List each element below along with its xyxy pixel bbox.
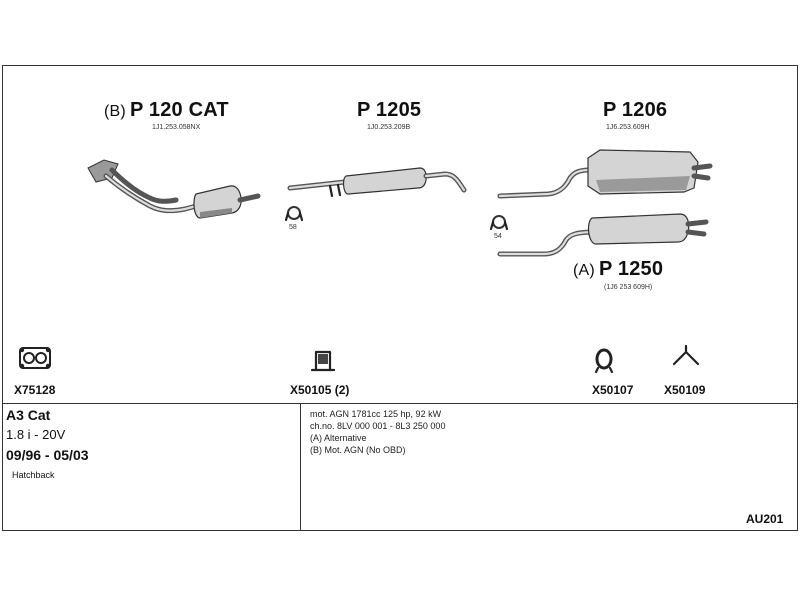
part-code-p1205[interactable]: P 1205 — [357, 99, 422, 121]
rear-inlet-pipe-inner — [498, 168, 592, 198]
middle-hanger — [328, 183, 342, 198]
rear-tailpipe-2 — [691, 173, 711, 181]
part-prefix-b: (B) — [104, 103, 126, 120]
middle-outlet-pipe-inner — [424, 172, 466, 192]
part-ref-p120: 1J1.253.058NX — [152, 124, 201, 131]
part-code-p120: P 120 CAT — [129, 99, 229, 121]
gasket-flange-icon[interactable] — [19, 347, 51, 369]
rear-tailpipe — [691, 163, 713, 171]
middle-silencer-body — [342, 167, 427, 195]
divider-vertical — [300, 403, 301, 531]
part-prefix-a: (A) — [573, 262, 595, 279]
rear-silencer-shade — [596, 176, 690, 192]
middle-inlet-pipe-inner — [288, 180, 347, 190]
clamp-58-icon[interactable] — [284, 206, 304, 222]
catalog-code: AU201 — [746, 512, 784, 526]
clamp-58-label: 58 — [289, 224, 297, 231]
rear-silencer-alternative[interactable] — [497, 213, 709, 257]
part-ref-p1250: (1J6 253 609H) — [604, 284, 653, 291]
y-bracket-icon[interactable] — [672, 344, 700, 366]
vehicle-engine: 1.8 i - 20V — [6, 427, 66, 442]
info-line: ch.no. 8LV 000 001 - 8L3 250 000 — [310, 421, 446, 431]
front-pipe-inner — [104, 174, 202, 212]
part-label-p1250[interactable]: (A)P 1250 — [573, 258, 663, 281]
front-pipe — [103, 173, 203, 214]
hanger-ring-icon[interactable] — [594, 348, 614, 374]
vehicle-body: Hatchback — [12, 470, 55, 480]
rubber-mount-icon[interactable] — [310, 350, 336, 372]
alt-tailpipe — [685, 219, 709, 227]
part-label-p120[interactable]: (B)P 120 CAT — [104, 99, 229, 122]
accessory-code-x75128[interactable]: X75128 — [14, 383, 56, 397]
rear-silencer[interactable] — [497, 149, 713, 199]
diagram-frame — [2, 65, 798, 531]
info-line: mot. AGN 1781cc 125 hp, 92 kW — [310, 409, 442, 419]
divider-horizontal — [2, 403, 798, 404]
accessory-code-x50107[interactable]: X50107 — [592, 383, 634, 397]
clamp-54-icon[interactable] — [489, 215, 509, 231]
part-code-p1206[interactable]: P 1206 — [603, 99, 668, 121]
alt-silencer-body — [587, 213, 690, 245]
catalyst-outlet — [237, 193, 261, 203]
info-block: mot. AGN 1781cc 125 hp, 92 kW ch.no. 8LV… — [310, 408, 445, 456]
alt-inlet-pipe-inner — [498, 230, 598, 256]
info-line: (B) Mot. AGN (No OBD) — [310, 445, 406, 455]
vehicle-model: A3 Cat — [6, 407, 51, 423]
accessory-code-x50109[interactable]: X50109 — [664, 383, 706, 397]
clamp-54-label: 54 — [494, 233, 502, 240]
front-pipe-2 — [109, 167, 179, 204]
front-pipe-catalyst[interactable] — [87, 159, 261, 219]
accessory-code-x50105[interactable]: X50105 (2) — [290, 383, 350, 397]
part-ref-p1205: 1J0.253.209B — [367, 124, 411, 131]
rear-inlet-pipe — [497, 167, 593, 199]
catalyst-shade — [200, 208, 232, 218]
part-code-p1250: P 1250 — [598, 258, 664, 280]
part-ref-p1206: 1J6.253.609H — [606, 124, 650, 131]
info-line: (A) Alternative — [310, 433, 367, 443]
alt-inlet-pipe — [497, 229, 599, 257]
alt-tailpipe-2 — [685, 229, 707, 237]
middle-silencer[interactable] — [287, 167, 467, 198]
vehicle-years: 09/96 - 05/03 — [6, 447, 89, 463]
